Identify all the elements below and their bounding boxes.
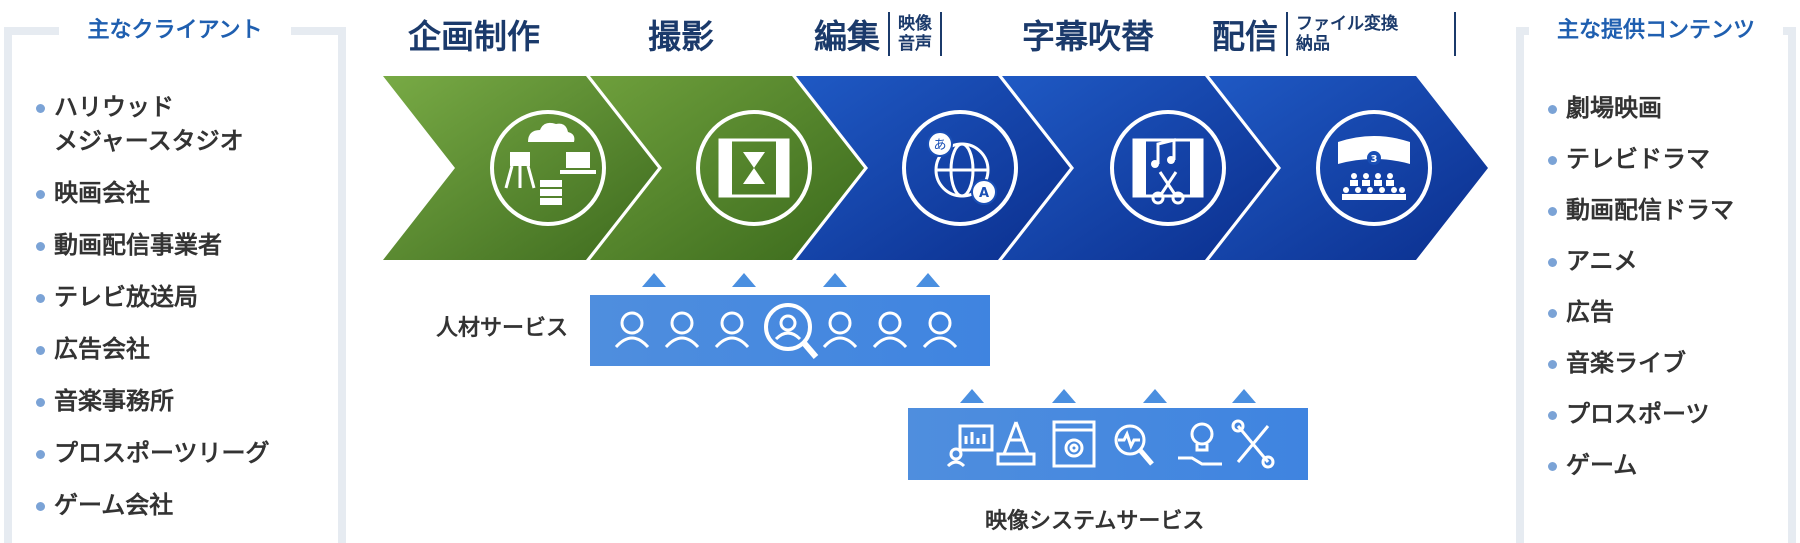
clients-list: ハリウッド メジャースタジオ 映画会社 動画配信事業者 テレビ放送局 広告会社 … bbox=[34, 90, 270, 540]
sub-label: ファイル変換 bbox=[1296, 14, 1398, 34]
chevron-editing bbox=[796, 76, 1070, 260]
delivery-sub-bracket: ファイル変換 納品 bbox=[1286, 12, 1456, 56]
human-service-bar bbox=[590, 295, 990, 366]
stage-label-delivery: 配信 ファイル変換 納品 bbox=[1212, 8, 1456, 60]
list-item: ゲーム bbox=[1546, 448, 1734, 482]
magnifier-person-icon bbox=[764, 303, 819, 359]
person-icon bbox=[872, 311, 908, 349]
drafting-compass-icon bbox=[996, 421, 1036, 466]
list-item: 音楽ライブ bbox=[1546, 346, 1734, 380]
arrow-up-icon bbox=[1052, 389, 1076, 403]
people-icons bbox=[614, 303, 958, 359]
camera-cloud-server-icon bbox=[490, 110, 606, 226]
system-service-label: 映像システムサービス bbox=[985, 509, 1205, 534]
contents-list: 劇場映画 テレビドラマ 動画配信ドラマ アニメ 広告 音楽ライブ プロスポーツ … bbox=[1546, 91, 1734, 499]
arrow-up-icon bbox=[823, 273, 847, 287]
arrow-up-icon bbox=[1232, 389, 1256, 403]
person-icon bbox=[922, 311, 958, 349]
list-item: ゲーム会社 bbox=[34, 488, 270, 522]
person-icon bbox=[614, 311, 650, 349]
system-service-bar bbox=[908, 408, 1308, 480]
list-item: 映画会社 bbox=[34, 176, 270, 210]
stage-label-shooting: 撮影 bbox=[648, 17, 714, 56]
system-icons bbox=[946, 419, 1275, 469]
list-item: プロスポーツリーグ bbox=[34, 436, 270, 470]
magnifier-pulse-icon bbox=[1114, 424, 1154, 466]
film-music-scissors-icon bbox=[1110, 110, 1226, 226]
list-item: 広告 bbox=[1546, 295, 1734, 329]
person-icon bbox=[664, 311, 700, 349]
arrow-up-icon bbox=[1143, 389, 1167, 403]
stage-label-editing: 編集 映像 音声 bbox=[814, 8, 942, 60]
svg-text:3: 3 bbox=[1371, 154, 1378, 165]
list-item: 劇場映画 bbox=[1546, 91, 1734, 125]
arrow-up-icon bbox=[732, 273, 756, 287]
browser-gear-icon bbox=[1052, 420, 1096, 468]
sub-label: 映像 bbox=[898, 14, 932, 34]
list-item: 動画配信事業者 bbox=[34, 228, 270, 262]
svg-text:あ: あ bbox=[933, 138, 946, 153]
stage-label-subtitles: 字幕吹替 bbox=[1022, 17, 1154, 56]
sub-label: 音声 bbox=[898, 34, 932, 54]
clients-title: 主なクライアント bbox=[59, 15, 291, 47]
person-icon bbox=[714, 311, 750, 349]
person-icon bbox=[822, 311, 858, 349]
wrench-screwdriver-icon bbox=[1231, 419, 1275, 469]
theater-screen-icon: 3 bbox=[1316, 110, 1432, 226]
list-item: 広告会社 bbox=[34, 332, 270, 366]
human-service-label: 人材サービス bbox=[436, 316, 569, 341]
list-item: テレビドラマ bbox=[1546, 142, 1734, 176]
list-item: テレビ放送局 bbox=[34, 280, 270, 314]
editing-sub-bracket: 映像 音声 bbox=[888, 12, 942, 56]
list-item: プロスポーツ bbox=[1546, 397, 1734, 431]
sub-label: 納品 bbox=[1296, 34, 1330, 54]
contents-panel: 主な提供コンテンツ 劇場映画 テレビドラマ 動画配信ドラマ アニメ 広告 音楽ラ… bbox=[1516, 15, 1796, 543]
monitor-chart-icon bbox=[946, 424, 994, 468]
arrow-up-icon bbox=[960, 389, 984, 403]
contents-title: 主な提供コンテンツ bbox=[1528, 15, 1783, 47]
chevron-delivery bbox=[1209, 76, 1488, 260]
clients-panel: 主なクライアント ハリウッド メジャースタジオ 映画会社 動画配信事業者 テレビ… bbox=[4, 15, 346, 543]
film-hourglass-icon bbox=[696, 110, 812, 226]
svg-text:A: A bbox=[979, 186, 989, 201]
list-item: 音楽事務所 bbox=[34, 384, 270, 418]
list-item: ハリウッド メジャースタジオ bbox=[34, 90, 270, 158]
list-item: 動画配信ドラマ bbox=[1546, 193, 1734, 227]
stage-label-planning: 企画制作 bbox=[408, 17, 540, 56]
list-item: アニメ bbox=[1546, 244, 1734, 278]
globe-translate-icon: あ A bbox=[902, 110, 1018, 226]
lightbulb-hand-icon bbox=[1178, 422, 1222, 466]
arrow-up-icon bbox=[916, 273, 940, 287]
arrow-up-icon bbox=[642, 273, 666, 287]
